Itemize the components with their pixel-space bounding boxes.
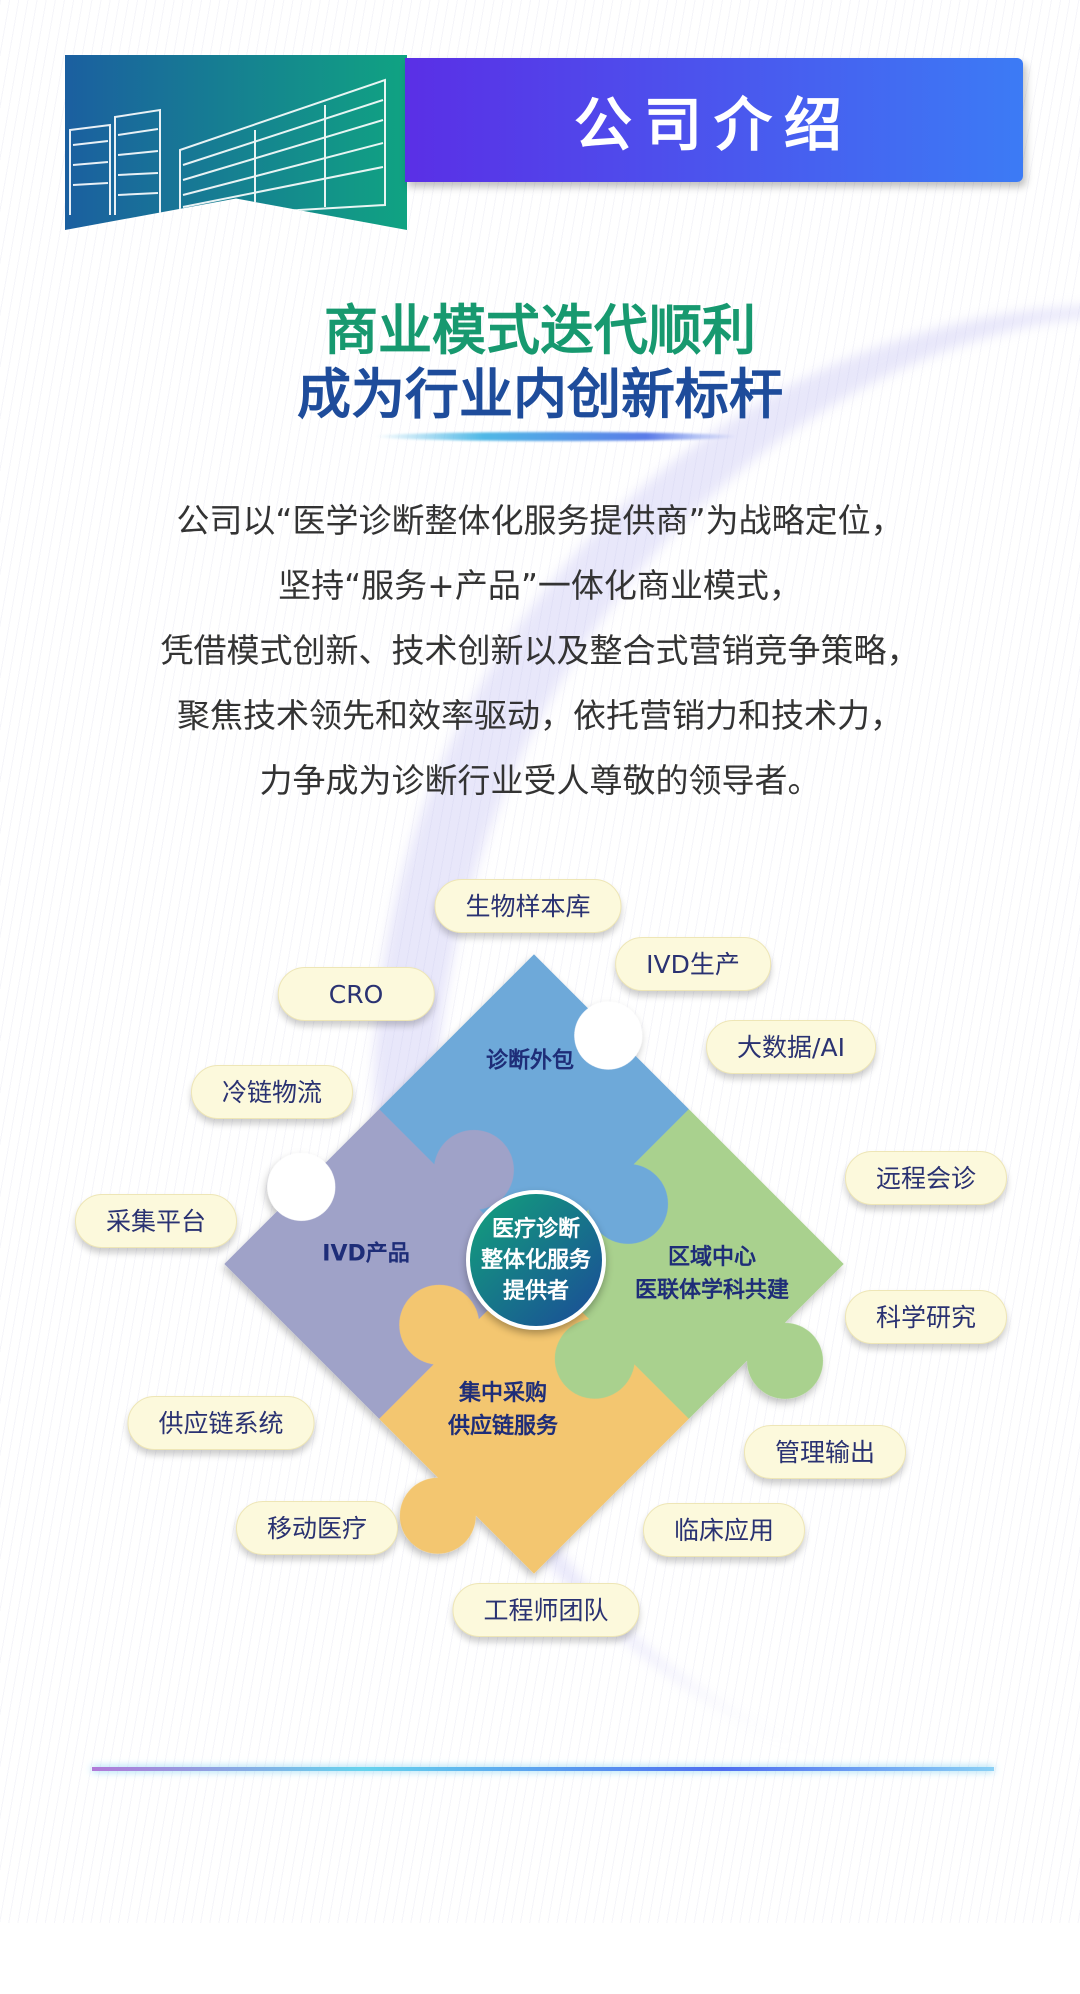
tag-pill: 移动医疗: [235, 1501, 399, 1555]
center-line: 提供者: [502, 1278, 569, 1304]
center-badge: 医疗诊断 整体化服务 提供者: [466, 1190, 606, 1330]
tag-pill: 临床应用: [642, 1503, 806, 1557]
building-illustration: [65, 55, 407, 230]
puzzle-hole: [574, 1001, 643, 1070]
section-title: 公司介绍: [573, 91, 854, 159]
puzzle-knob: [433, 1129, 514, 1210]
piece-label-line: 供应链服务: [447, 1414, 559, 1439]
section-banner: 公司介绍: [405, 58, 1023, 182]
tag-pill: 远程会诊: [844, 1151, 1008, 1205]
piece-label-top: 诊断外包: [485, 1048, 575, 1074]
tag-pill: 生物样本库: [434, 879, 622, 933]
tag-pill: 采集平台: [74, 1194, 238, 1248]
tag-pill: 科学研究: [844, 1290, 1008, 1344]
piece-label-bottom: 集中采购 供应链服务: [448, 1377, 558, 1443]
puzzle-knob: [399, 1477, 476, 1554]
puzzle-knob: [588, 1163, 669, 1244]
tag-pill: 冷链物流: [190, 1065, 354, 1119]
puzzle-knob: [554, 1318, 635, 1399]
piece-label-left: IVD产品: [322, 1241, 410, 1267]
center-line: 医疗诊断: [491, 1216, 580, 1242]
paragraph-line: 聚焦技术领先和效率驱动，依托营销力和技术力，: [177, 696, 903, 735]
paragraph-line: 力争成为诊断行业受人尊敬的领导者。: [259, 761, 821, 800]
intro-paragraph: 公司以“医学诊断整体化服务提供商”为战略定位， 坚持“服务+产品”一体化商业模式…: [0, 488, 1080, 813]
puzzle-hole: [267, 1152, 336, 1221]
puzzle-diagram: [224, 954, 844, 1574]
tag-pill: CRO: [277, 967, 435, 1021]
paragraph-line: 公司以“医学诊断整体化服务提供商”为战略定位，: [176, 501, 904, 540]
tag-pill: IVD生产: [615, 937, 771, 991]
tag-pill: 工程师团队: [452, 1583, 640, 1637]
paragraph-line: 凭借模式创新、技术创新以及整合式营销竞争策略，: [160, 631, 920, 670]
bottom-divider: [92, 1767, 994, 1771]
tag-pill: 管理输出: [743, 1425, 907, 1479]
center-line: 整体化服务: [480, 1247, 591, 1273]
tag-pill: 大数据/AI: [706, 1020, 876, 1074]
piece-label-line: 区域中心: [667, 1245, 757, 1270]
puzzle-knob: [399, 1284, 480, 1365]
paragraph-line: 坚持“服务+产品”一体化商业模式，: [278, 566, 802, 605]
tag-pill: 供应链系统: [127, 1396, 315, 1450]
piece-label-line: 集中采购: [458, 1381, 548, 1406]
piece-label-right: 区域中心 医联体学科共建: [635, 1241, 789, 1307]
decorative-glow-line: [375, 432, 737, 441]
piece-label-line: 医联体学科共建: [634, 1278, 790, 1303]
headline-line2: 成为行业内创新标杆: [297, 363, 783, 426]
headline-line1: 商业模式迭代顺利: [324, 299, 756, 362]
puzzle-knob: [747, 1322, 824, 1399]
